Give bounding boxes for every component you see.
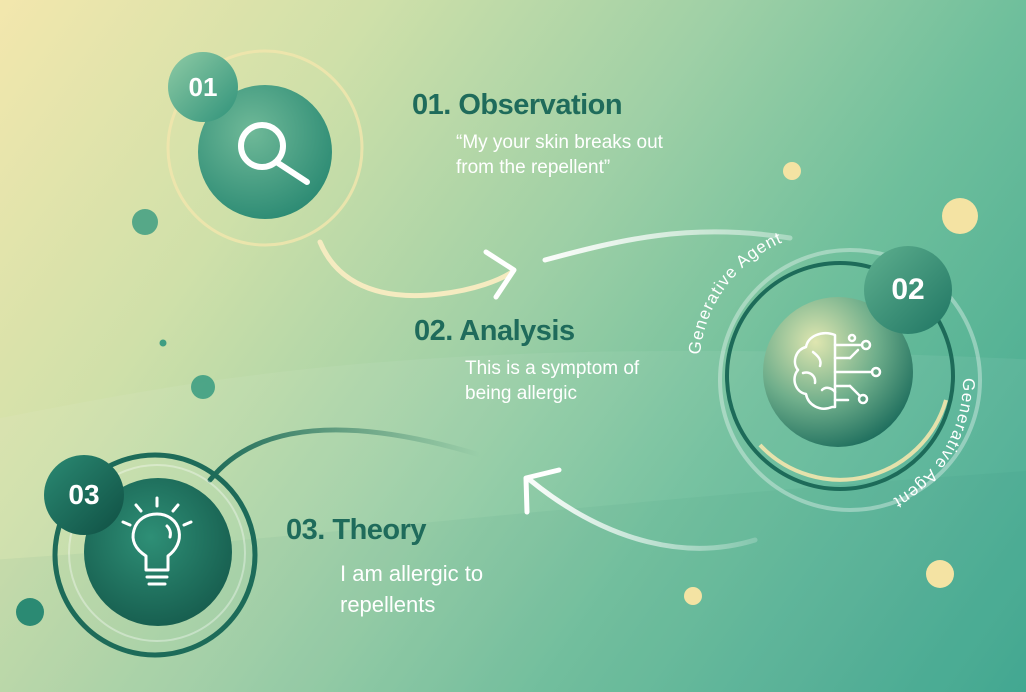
step1-description: “My your skin breaks out from the repell…: [456, 132, 663, 178]
step3-number-badge: 03: [44, 455, 124, 535]
search-icon: [238, 122, 310, 185]
step2-mid-ring: [725, 261, 955, 491]
background-wave: [0, 350, 1026, 692]
step3-number: 03: [68, 479, 100, 510]
step1-number: 01: [188, 71, 218, 102]
step1-number-badge: 01: [168, 52, 238, 122]
step2-description: This is a symptom of being allergic: [465, 358, 640, 404]
step2-title: 02. Analysis: [414, 315, 575, 347]
decor-dot: [942, 198, 978, 234]
decor-dot: [783, 162, 801, 180]
flow-connector-top: [542, 229, 793, 263]
brain-circuit-icon: [793, 331, 882, 410]
decor-dot: [132, 209, 158, 235]
step3-title: 03. Theory: [286, 514, 427, 546]
flow-arrow-2-head: [523, 467, 562, 515]
step2-number: 02: [891, 273, 925, 306]
step1-title: 01. Observation: [412, 89, 623, 121]
step2-ring-highlight: [758, 399, 948, 482]
step3-inner-ring: [68, 464, 246, 642]
decor-dot: [684, 587, 702, 605]
step3-outer-ring: [52, 452, 258, 658]
step1-outer-ring: [166, 49, 364, 247]
decor-dot: [191, 375, 215, 399]
flow-arrow-1-head: [483, 249, 517, 300]
step1-circle: [198, 85, 332, 219]
step2-outer-ring: [718, 248, 982, 512]
flow-arrow-1: [317, 239, 515, 299]
decor-dot: [16, 598, 44, 626]
step3-circle: [84, 478, 232, 626]
flow-connector-dark: [207, 427, 483, 483]
lightbulb-icon: [121, 496, 193, 586]
decor-dot: [159, 339, 167, 347]
step3-description: I am allergic to repellents: [340, 561, 484, 617]
step2-number-badge: 02: [864, 246, 952, 334]
flow-arrow-2: [527, 477, 758, 551]
decor-dot: [926, 560, 954, 588]
background-wave-2: [0, 470, 1026, 692]
